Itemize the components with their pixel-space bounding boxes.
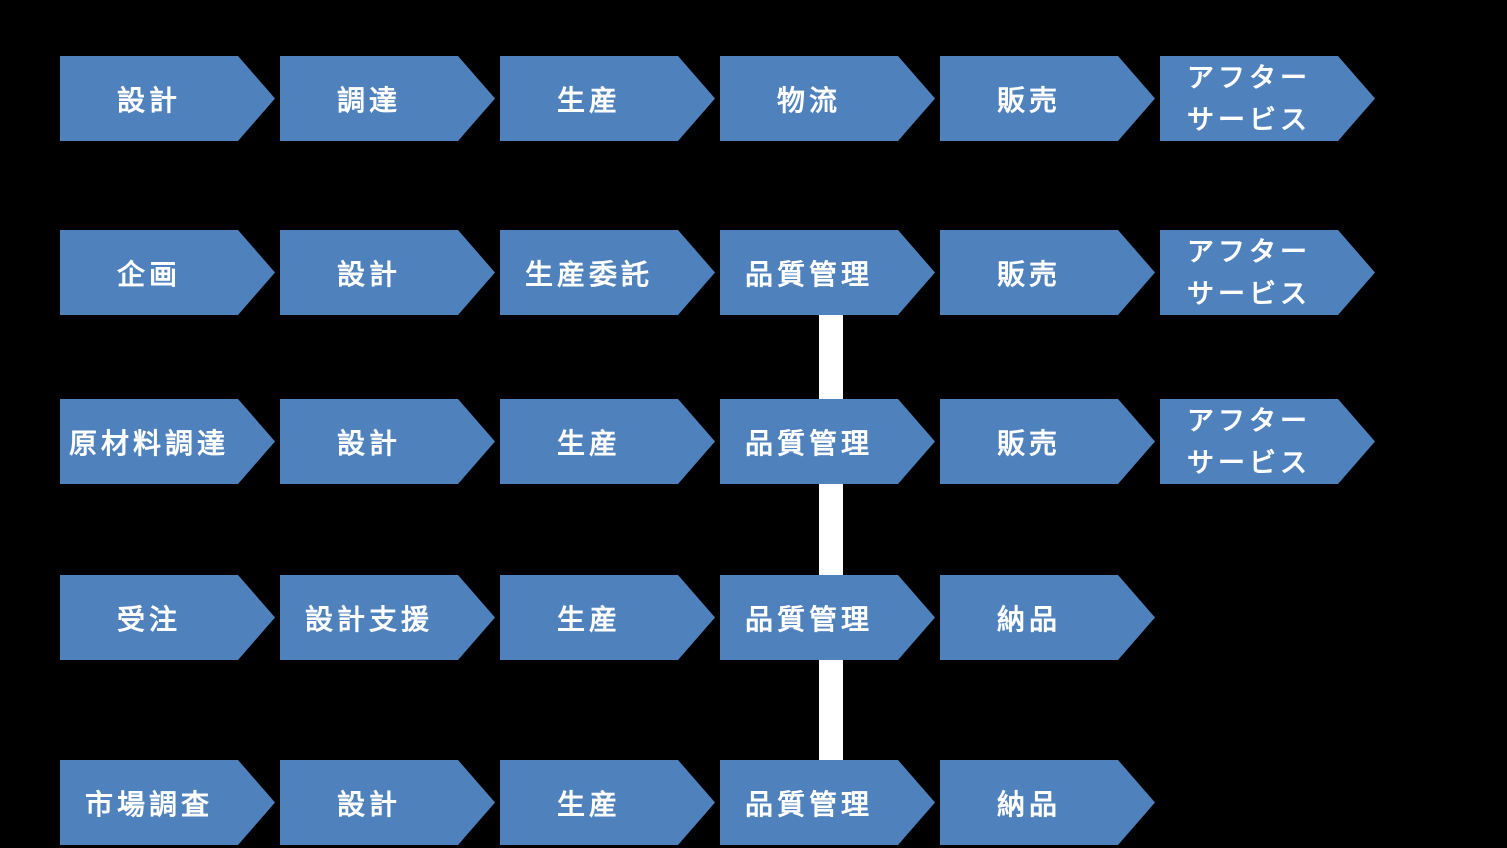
process-step: 品質管理 — [720, 399, 935, 484]
process-row-3: 原材料調達 設計 生産 品質管理 販売 アフター サービス — [60, 399, 1375, 484]
process-step: 受注 — [60, 575, 275, 660]
process-step: 納品 — [940, 760, 1155, 845]
step-label: 販売 — [996, 427, 1061, 459]
step-label: 品質管理 — [744, 788, 873, 820]
process-step: アフター サービス — [1160, 230, 1375, 315]
process-step: 市場調査 — [60, 760, 275, 845]
process-row-4: 受注 設計支援 生産 品質管理 納品 — [60, 575, 1155, 660]
process-step: 品質管理 — [720, 760, 935, 845]
step-label-line1: アフター — [1187, 62, 1311, 93]
process-step: 販売 — [940, 56, 1155, 141]
step-label: 受注 — [116, 603, 181, 635]
process-step: 調達 — [280, 56, 495, 141]
process-step: 生産委託 — [500, 230, 715, 315]
process-step: 生産 — [500, 56, 715, 141]
step-label: 原材料調達 — [68, 427, 229, 459]
step-label: 生産委託 — [524, 258, 653, 290]
step-label: 品質管理 — [744, 427, 873, 459]
process-step: 品質管理 — [720, 575, 935, 660]
process-step: 設計 — [280, 399, 495, 484]
process-step: 設計 — [280, 230, 495, 315]
step-label: 調達 — [336, 84, 401, 116]
step-label-line1: アフター — [1187, 236, 1311, 267]
process-row-2: 企画 設計 生産委託 品質管理 販売 アフター サービス — [60, 230, 1375, 315]
step-label: 品質管理 — [744, 603, 873, 635]
process-step: 品質管理 — [720, 230, 935, 315]
step-label: 企画 — [116, 258, 181, 290]
step-label: 設計 — [336, 427, 401, 459]
step-label: 生産 — [556, 427, 621, 459]
step-label: 生産 — [556, 84, 621, 116]
step-label: 設計 — [336, 788, 401, 820]
step-label: 生産 — [556, 603, 621, 635]
process-step: アフター サービス — [1160, 399, 1375, 484]
step-label: 納品 — [996, 603, 1061, 635]
step-label: 生産 — [556, 788, 621, 820]
process-step: 設計 — [60, 56, 275, 141]
process-step: アフター サービス — [1160, 56, 1375, 141]
process-step: 生産 — [500, 760, 715, 845]
step-label: 物流 — [776, 84, 841, 116]
quality-flow-connector-3 — [819, 657, 843, 763]
process-step: 生産 — [500, 575, 715, 660]
process-step: 販売 — [940, 399, 1155, 484]
process-step: 生産 — [500, 399, 715, 484]
step-label: 設計 — [116, 84, 181, 116]
process-step: 設計支援 — [280, 575, 495, 660]
process-row-1: 設計 調達 生産 物流 販売 アフター サービス — [60, 56, 1375, 141]
step-label: 市場調査 — [84, 788, 213, 820]
process-step: 設計 — [280, 760, 495, 845]
process-step: 企画 — [60, 230, 275, 315]
step-label-line2: サービス — [1187, 104, 1311, 135]
step-label: 設計 — [336, 258, 401, 290]
step-label-line2: サービス — [1187, 278, 1311, 309]
step-label: 設計支援 — [304, 603, 433, 635]
step-label-line1: アフター — [1187, 405, 1311, 436]
process-step: 原材料調達 — [60, 399, 275, 484]
process-step: 販売 — [940, 230, 1155, 315]
process-step: 物流 — [720, 56, 935, 141]
process-row-5: 市場調査 設計 生産 品質管理 納品 — [60, 760, 1155, 845]
quality-flow-connector-1 — [819, 312, 843, 402]
step-label-line2: サービス — [1187, 447, 1311, 478]
step-label: 品質管理 — [744, 258, 873, 290]
step-label: 納品 — [996, 788, 1061, 820]
process-step: 納品 — [940, 575, 1155, 660]
quality-flow-connector-2 — [819, 481, 843, 578]
step-label: 販売 — [996, 258, 1061, 290]
step-label: 販売 — [996, 84, 1061, 116]
